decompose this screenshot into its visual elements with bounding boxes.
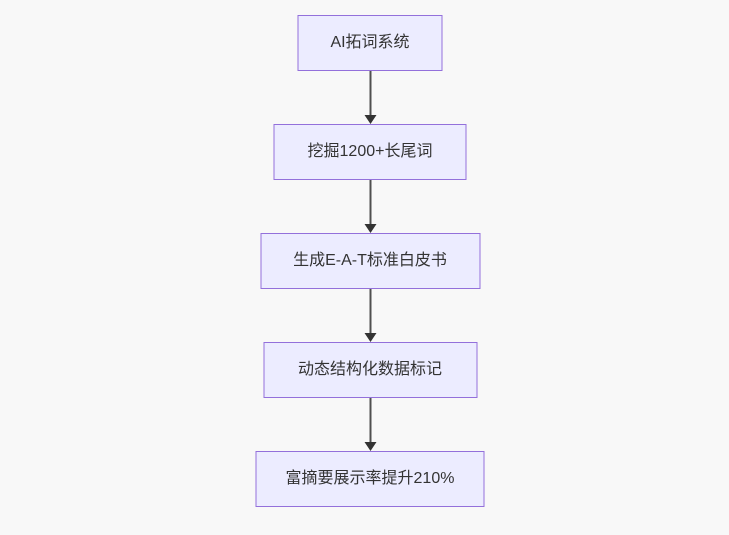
flow-arrow-1 <box>364 71 376 124</box>
flow-node-label: 富摘要展示率提升210% <box>285 470 455 487</box>
flow-arrow-2 <box>364 180 376 233</box>
flow-node-ai-word-expansion-system: AI拓词系统 <box>297 15 443 71</box>
flow-node-rich-snippet-rate: 富摘要展示率提升210% <box>255 451 485 507</box>
flow-node-label: AI拓词系统 <box>330 34 410 51</box>
arrow-line <box>369 289 371 333</box>
flow-node-label: 挖掘1200+长尾词 <box>307 143 433 160</box>
arrow-down-icon <box>364 115 376 124</box>
arrow-down-icon <box>364 333 376 342</box>
arrow-down-icon <box>364 442 376 451</box>
flowchart: AI拓词系统 挖掘1200+长尾词 生成E-A-T标准白皮书 动态结构化数据标记 <box>255 15 485 507</box>
flow-node-structured-data-markup: 动态结构化数据标记 <box>263 342 477 398</box>
arrow-line <box>369 71 371 115</box>
flow-node-label: 动态结构化数据标记 <box>297 361 442 378</box>
arrow-line <box>369 398 371 442</box>
flow-arrow-4 <box>364 398 376 451</box>
flow-node-eat-whitepaper: 生成E-A-T标准白皮书 <box>260 233 480 289</box>
flow-node-longtail-keywords: 挖掘1200+长尾词 <box>273 124 467 180</box>
arrow-line <box>369 180 371 224</box>
flow-arrow-3 <box>364 289 376 342</box>
flow-node-label: 生成E-A-T标准白皮书 <box>293 252 447 269</box>
arrow-down-icon <box>364 224 376 233</box>
